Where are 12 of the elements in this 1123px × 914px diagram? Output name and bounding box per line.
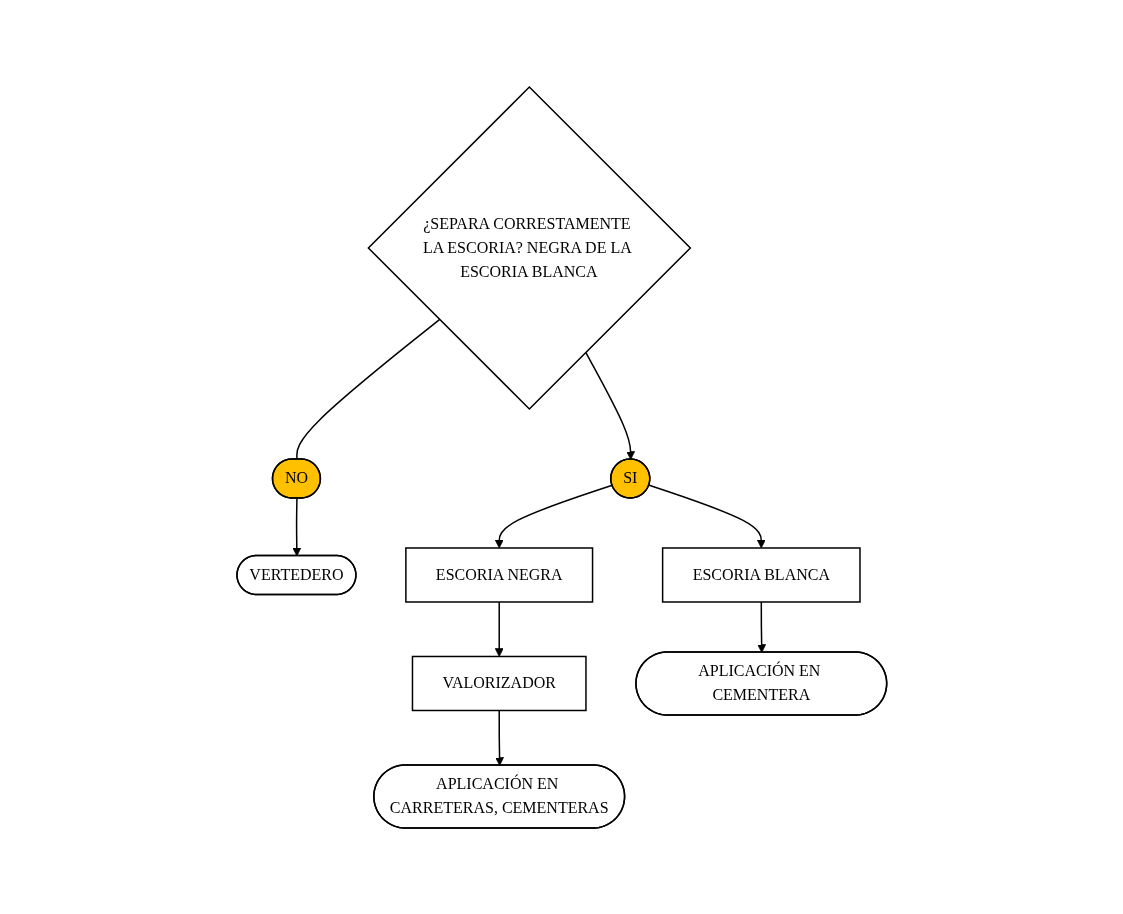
node-box: VALORIZADOR [411, 655, 587, 711]
arrow [648, 484, 766, 548]
arrow [584, 350, 635, 460]
arrow [756, 600, 766, 653]
node-box: ESCORIA BLANCA [661, 546, 861, 603]
connector [295, 318, 440, 460]
arrow [494, 484, 613, 548]
arrow [494, 709, 504, 766]
node-diamond: ¿SEPARA CORRESTAMENTE LA ESCORIA? NEGRA DE LA ESCORIA BLANCA [366, 85, 692, 410]
node-box: ESCORIA NEGRA [404, 546, 593, 603]
arrow [494, 600, 504, 657]
arrow [292, 497, 301, 556]
